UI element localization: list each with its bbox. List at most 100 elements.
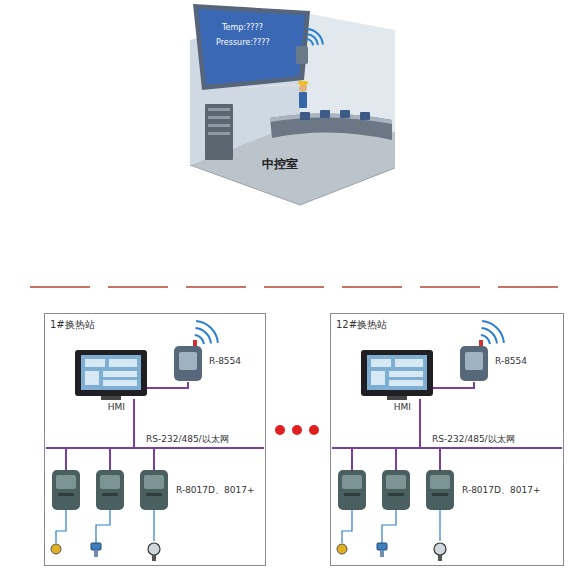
continuation-dot [275, 425, 285, 435]
io-module [96, 470, 124, 510]
continuation-dot [309, 425, 319, 435]
flow-gauge-stem [152, 555, 156, 561]
io-module [426, 470, 454, 510]
bus-drop [109, 448, 111, 470]
separator-dash [498, 286, 558, 288]
sight-line [270, 86, 300, 87]
device-label: HMI [75, 400, 147, 412]
radio-face [179, 352, 197, 370]
cabinet-stripe [208, 124, 230, 127]
wireless-waves [307, 38, 314, 45]
sensor-wire [342, 510, 352, 543]
sensor-wire [439, 510, 440, 541]
separator-dash [30, 286, 90, 288]
pressure-sensor-stem [94, 550, 98, 557]
bus-label: RS-232/485/以太网 [144, 433, 231, 446]
operator-helmet [298, 81, 308, 85]
wireless-waves [195, 327, 212, 344]
io-module-face [144, 475, 164, 489]
hmi-screen-widget [371, 371, 385, 385]
io-module-face [56, 475, 76, 489]
console-monitor [300, 112, 310, 120]
cabinet-stripe [208, 108, 230, 111]
bus-drop [419, 399, 421, 448]
big-screen-frame [193, 4, 310, 90]
radio-face [465, 352, 483, 370]
hmi-frame [75, 350, 147, 396]
temperature-sensor [51, 544, 61, 554]
hmi-frame [361, 350, 433, 396]
module-label: R-8017D、8017+ [176, 484, 254, 497]
console-monitor [320, 110, 330, 118]
pressure-sensor-stem [380, 550, 384, 557]
bus-drop [395, 448, 397, 470]
sensor-wire [382, 510, 396, 543]
console-top [270, 113, 392, 124]
hmi-monitor [75, 350, 147, 400]
wireless-waves [307, 33, 319, 45]
radio-antenna [479, 340, 483, 347]
separator-dash [108, 286, 168, 288]
bus-label: RS-232/485/以太网 [430, 433, 517, 446]
separator-dash [186, 286, 246, 288]
console-monitor [340, 110, 350, 118]
cabinet-stripe [208, 116, 230, 119]
bus-drop [133, 399, 135, 448]
io-module-terminal [146, 493, 162, 496]
hmi-base [101, 396, 121, 400]
link-cable [147, 382, 188, 388]
bus-drop [351, 448, 353, 470]
temperature-sensor [337, 544, 347, 554]
cabinet-stripe [208, 132, 230, 135]
flow-gauge [434, 543, 446, 555]
radio-body [460, 346, 488, 381]
bus-drop [153, 448, 155, 470]
station-heading: 1#换热站 [50, 318, 95, 332]
hmi-screen-widget [103, 371, 137, 377]
screen-reading: Temp:???? [222, 23, 263, 32]
hmi-screen-widget [389, 380, 423, 386]
io-module-face [430, 475, 450, 489]
io-module-terminal [102, 493, 118, 496]
radio-device: R-8554 [459, 340, 527, 382]
wireless-waves [196, 320, 219, 343]
hmi-screen-widget [109, 359, 137, 367]
bus-drop [439, 448, 441, 470]
hmi-monitor [361, 350, 433, 400]
module-label: R-8017D、8017+ [462, 484, 540, 497]
hmi-screen [81, 355, 141, 390]
server-cabinet [205, 104, 233, 160]
separator-dash [342, 286, 402, 288]
pressure-sensor [91, 543, 101, 550]
control-console [270, 113, 392, 140]
hmi-device: HMI [361, 350, 433, 412]
separator-dash [264, 286, 324, 288]
hmi-screen-widget [103, 380, 137, 386]
hmi-device: HMI [75, 350, 147, 412]
operator-body [299, 92, 307, 108]
io-module-terminal [58, 493, 74, 496]
device-label: HMI [361, 400, 433, 412]
separator-dash [420, 286, 480, 288]
io-module [140, 470, 168, 510]
pressure-sensor [377, 543, 387, 550]
radio-body [174, 346, 202, 381]
continuation-dot [292, 425, 302, 435]
io-module [382, 470, 410, 510]
hmi-screen [367, 355, 427, 390]
hmi-screen-widget [371, 359, 391, 367]
sensor-wire [56, 510, 66, 543]
wireless-waves [482, 320, 505, 343]
io-module-terminal [432, 493, 448, 496]
hmi-base [387, 396, 407, 400]
radio-modem [173, 340, 203, 382]
hmi-screen-widget [389, 371, 423, 377]
io-module-terminal [344, 493, 360, 496]
bus-drop [65, 448, 67, 470]
operator-head [299, 84, 307, 92]
io-module-face [100, 475, 120, 489]
io-module [52, 470, 80, 510]
